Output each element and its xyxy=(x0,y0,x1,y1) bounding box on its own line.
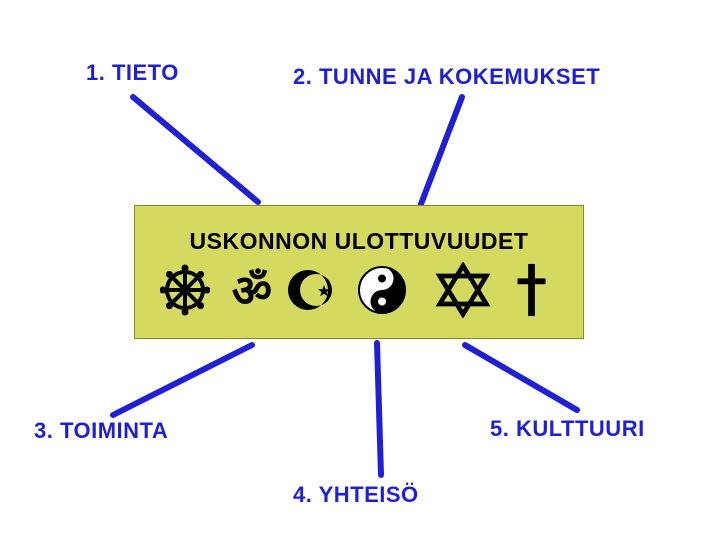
connector-tieto xyxy=(130,94,261,205)
yin-yang-icon xyxy=(358,266,406,314)
cross-icon xyxy=(517,263,546,317)
central-box: USKONNON ULOTTUVUUDET xyxy=(134,205,584,339)
dimension-label-toiminta: 3. TOIMINTA xyxy=(34,418,169,443)
dimension-label-kulttuuri: 5. KULTTUURI xyxy=(490,416,645,441)
connector-tunne xyxy=(418,94,465,207)
connector-yhteiso xyxy=(374,340,384,478)
crescent-star-icon xyxy=(288,270,332,310)
central-title: USKONNON ULOTTUVUUDET xyxy=(189,228,529,254)
dimension-label-tunne-ja-kokemukset: 2. TUNNE JA KOKEMUKSET xyxy=(293,64,601,89)
om-icon: ॐ xyxy=(232,266,272,317)
dimension-label-tieto: 1. TIETO xyxy=(86,60,179,85)
star-of-david-icon xyxy=(435,262,491,318)
connector-toiminta xyxy=(110,342,255,418)
dharma-wheel-icon xyxy=(160,264,210,316)
connector-kulttuuri xyxy=(462,342,580,413)
om-glyph: ॐ xyxy=(232,266,272,317)
dimension-label-yhteiso: 4. YHTEISÖ xyxy=(293,482,419,507)
